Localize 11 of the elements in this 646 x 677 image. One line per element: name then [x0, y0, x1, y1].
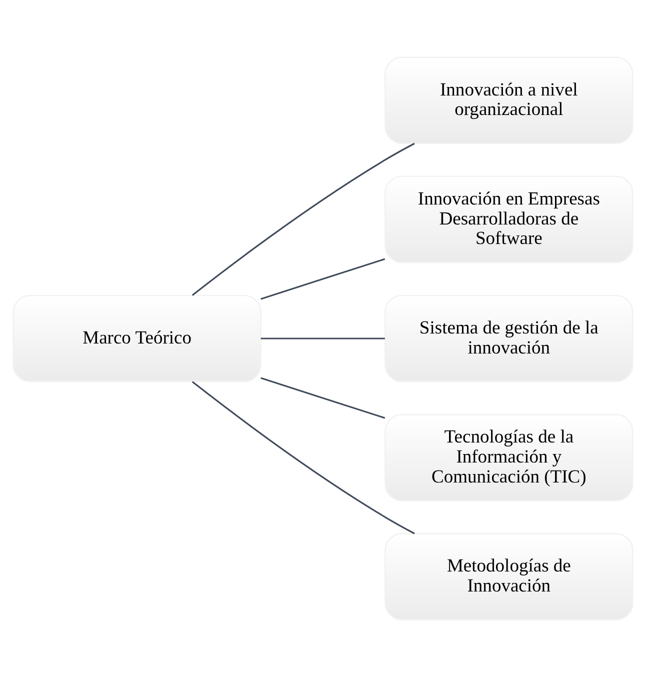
connector [260, 377, 386, 419]
node-box: Innovación en Empresas Desarrolladoras de Software [384, 176, 634, 264]
node-box: Innovación a nivel organizacional [384, 56, 634, 144]
connector [260, 258, 386, 300]
node-box: Marco Teórico [12, 294, 262, 382]
connector [260, 338, 385, 340]
connector [192, 142, 415, 296]
node-box: Sistema de gestión de la innovación [384, 294, 634, 382]
node-box: Tecnologías de la Información y Comunicación (TIC) [384, 414, 634, 502]
connector [192, 381, 415, 534]
node-box: Metodologías de Innovación [384, 533, 634, 620]
